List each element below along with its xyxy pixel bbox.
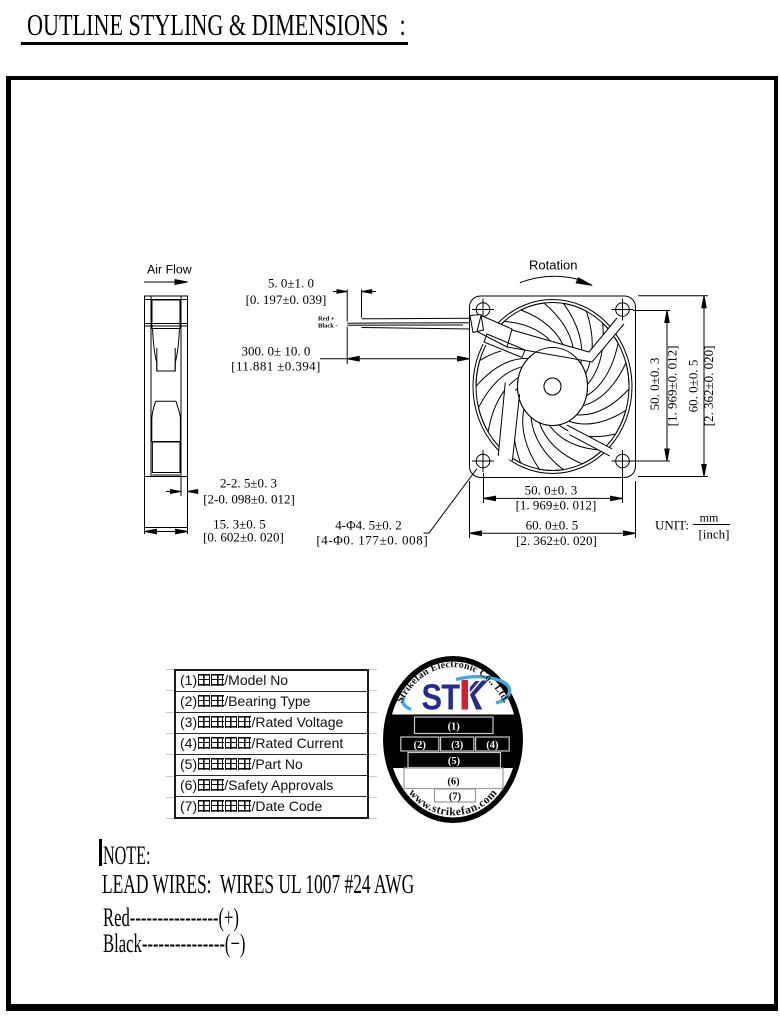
- svg-text:[2. 362±0. 020]: [2. 362±0. 020]: [701, 346, 716, 427]
- svg-text:60. 0±0. 5: 60. 0±0. 5: [526, 518, 579, 533]
- svg-text:UNIT:: UNIT:: [655, 518, 689, 533]
- svg-text:(6): (6): [447, 777, 460, 788]
- svg-text:mm: mm: [700, 511, 719, 525]
- svg-text:5. 0±1. 0: 5. 0±1. 0: [268, 276, 314, 291]
- svg-text:(4): (4): [486, 740, 499, 751]
- svg-text:[11.881 ±0.394]: [11.881 ±0.394]: [231, 359, 321, 374]
- svg-text:Rotation: Rotation: [529, 258, 577, 273]
- svg-text:(5): (5): [448, 756, 461, 767]
- svg-text:[1. 969±0. 012]: [1. 969±0. 012]: [665, 346, 680, 427]
- svg-text:(2): (2): [414, 740, 427, 751]
- svg-text:(7): (7): [449, 792, 462, 803]
- svg-text:50. 0±0. 3: 50. 0±0. 3: [647, 358, 662, 411]
- svg-text:Red +: Red +: [318, 316, 335, 323]
- svg-text:Air Flow: Air Flow: [147, 263, 192, 277]
- svg-text:[1. 969±0. 012]: [1. 969±0. 012]: [516, 498, 597, 513]
- svg-text:15. 3±0. 5: 15. 3±0. 5: [213, 516, 266, 531]
- svg-text:[2-0. 098±0. 012]: [2-0. 098±0. 012]: [203, 492, 295, 507]
- svg-text:60. 0±0. 5: 60. 0±0. 5: [686, 360, 701, 413]
- svg-text:[4-Φ0. 177±0. 008]: [4-Φ0. 177±0. 008]: [316, 533, 428, 548]
- svg-text:[0. 602±0. 020]: [0. 602±0. 020]: [203, 530, 284, 545]
- svg-text:[2. 362±0. 020]: [2. 362±0. 020]: [516, 533, 597, 548]
- svg-text:50. 0±0. 3: 50. 0±0. 3: [525, 483, 578, 498]
- svg-text:Black -: Black -: [318, 323, 338, 330]
- svg-text:[0. 197±0. 039]: [0. 197±0. 039]: [246, 292, 327, 307]
- svg-text:[inch]: [inch]: [698, 527, 729, 542]
- svg-text:300. 0± 10. 0: 300. 0± 10. 0: [242, 344, 311, 359]
- svg-text:4-Φ4. 5±0. 2: 4-Φ4. 5±0. 2: [335, 518, 401, 533]
- svg-text:(1): (1): [448, 722, 461, 733]
- svg-text:2-2. 5±0. 3: 2-2. 5±0. 3: [220, 476, 277, 491]
- svg-text:ST: ST: [422, 677, 461, 718]
- svg-text:(3): (3): [451, 740, 464, 751]
